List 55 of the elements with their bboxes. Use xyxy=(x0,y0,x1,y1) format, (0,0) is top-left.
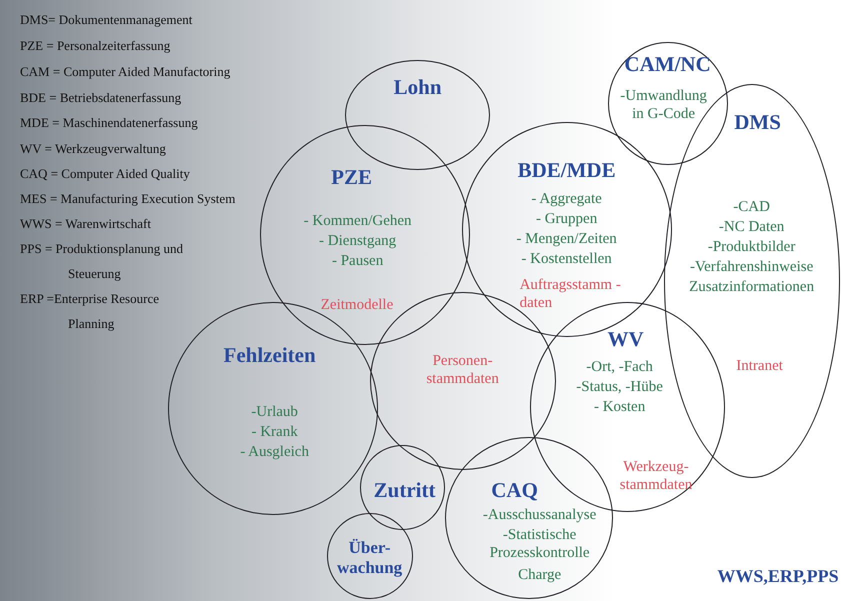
list-item: - Pausen xyxy=(332,252,384,270)
abbreviation-text: DMS= Dokumentenmanagement xyxy=(20,12,192,28)
list-item: - Mengen/Zeiten xyxy=(516,230,617,248)
abbreviation-text: BDE = Betriebsdatenerfassung xyxy=(20,90,182,106)
circle-title: PZE xyxy=(331,164,372,190)
list-item: -Verfahrenshinweise xyxy=(690,258,814,276)
venn-circle xyxy=(327,513,413,599)
note-text: Auftragsstamm -daten xyxy=(520,276,622,312)
circle-title: CAQ xyxy=(491,478,538,503)
circle-title: Fehlzeiten xyxy=(224,342,316,368)
list-item: - Dienstgang xyxy=(319,232,396,250)
note-text: Intranet xyxy=(736,356,783,375)
note-text: Personen- stammdaten xyxy=(425,352,500,388)
abbreviation-text: CAM = Computer Aided Manufactoring xyxy=(20,64,230,80)
list-item: -NC Daten xyxy=(718,218,784,236)
list-item: -Produktbilder xyxy=(708,238,796,256)
abbreviation-text: CAQ = Computer Aided Quality xyxy=(20,166,190,182)
list-item: -Status, -Hübe xyxy=(576,378,663,396)
circle-title: CAM/NC xyxy=(624,52,711,77)
abbreviation-text: PPS = Produktionsplanung und Steuerung xyxy=(20,240,184,283)
abbreviation-text: WV = Werkzeugverwaltung xyxy=(20,141,166,157)
circle-title: Über- wachung xyxy=(336,538,404,578)
list-item: -Umwandlung in G-Code xyxy=(619,86,708,123)
list-item: - Gruppen xyxy=(536,210,598,228)
circle-title: BDE/MDE xyxy=(518,158,616,183)
venn-circle xyxy=(360,445,445,530)
venn-circle xyxy=(445,437,613,599)
list-item: - Kostenstellen xyxy=(521,250,612,268)
list-item: - Kosten xyxy=(594,398,646,416)
list-item: -Urlaub xyxy=(251,402,298,421)
list-item: -Statistische Prozesskontrolle xyxy=(488,526,591,562)
venn-circle xyxy=(345,60,490,170)
list-item: -Ausschussanalyse xyxy=(482,506,596,524)
note-text: Werkzeug- stammdaten xyxy=(618,458,694,494)
list-item: - Kommen/Gehen xyxy=(304,212,412,230)
list-item: -CAD xyxy=(733,198,770,216)
abbreviation-text: MDE = Maschinendatenerfassung xyxy=(20,115,198,131)
list-item: Zusatzinformationen xyxy=(689,278,814,296)
circle-title: Zutritt xyxy=(374,478,436,503)
circle-title: WV xyxy=(608,326,644,352)
list-item: -Ort, -Fach xyxy=(586,358,653,376)
list-item: Charge xyxy=(518,566,562,584)
footer-text: WWS,ERP,PPS xyxy=(717,566,839,588)
list-item: - Aggregate xyxy=(531,190,602,208)
circle-title: Lohn xyxy=(394,74,442,100)
list-item: - Krank xyxy=(251,422,298,441)
list-item: - Ausgleich xyxy=(240,442,309,461)
note-text: Zeitmodelle xyxy=(320,296,394,314)
abbreviation-text: MES = Manufacturing Execution System xyxy=(20,191,236,207)
abbreviation-text: WWS = Warenwirtschaft xyxy=(20,216,151,232)
venn-circle xyxy=(608,42,728,165)
venn-circle xyxy=(260,125,470,345)
abbreviation-text: PZE = Personalzeiterfassung xyxy=(20,38,170,54)
abbreviation-text: ERP =Enterprise Resource Planning xyxy=(20,290,160,333)
circle-title: DMS xyxy=(734,110,781,135)
